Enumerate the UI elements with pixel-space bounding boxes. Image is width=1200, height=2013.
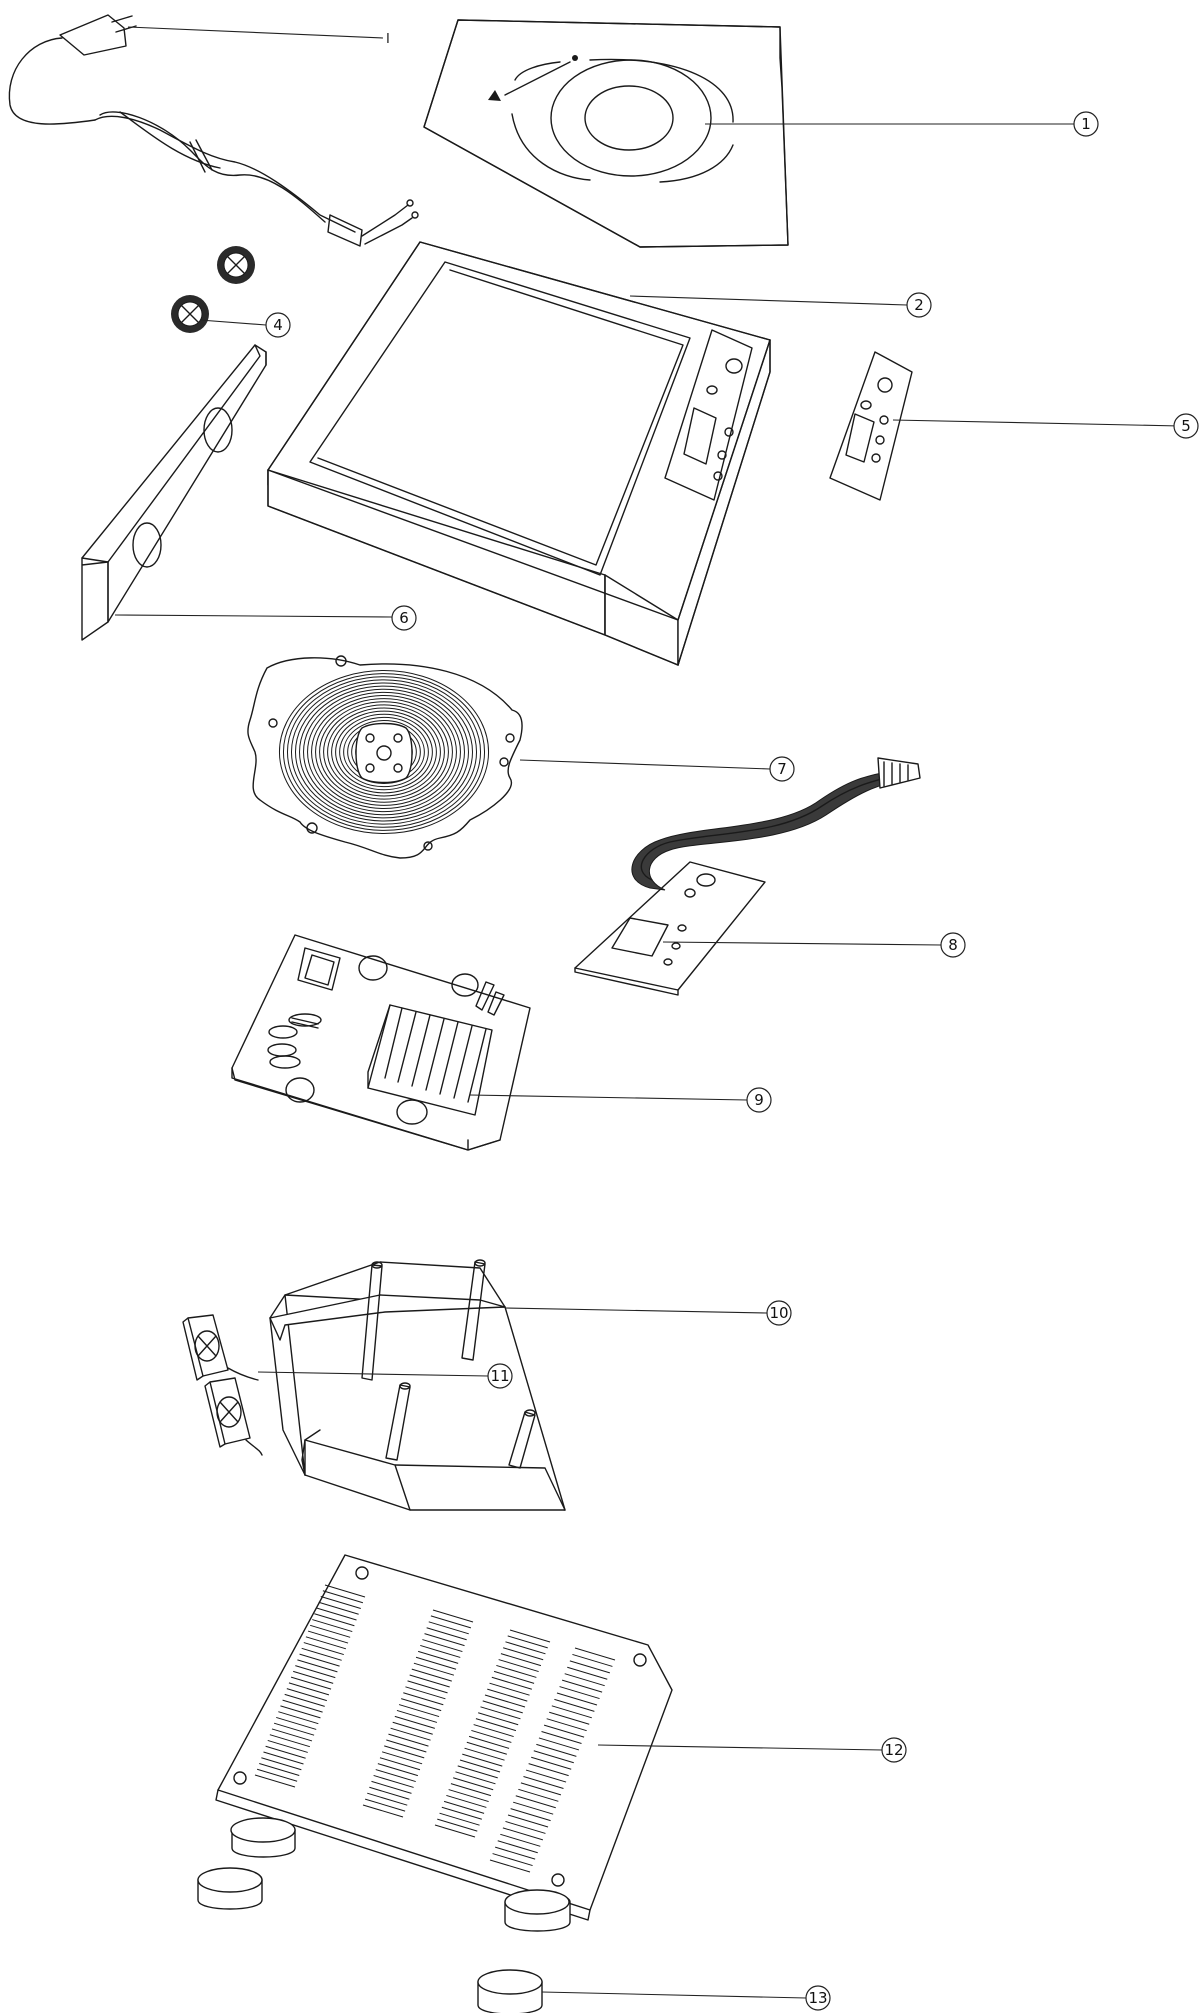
callout-1: 1 bbox=[1073, 111, 1099, 137]
callout-8: 8 bbox=[940, 932, 966, 958]
control-panel-label bbox=[829, 351, 913, 501]
glass-top-plate bbox=[423, 19, 789, 248]
callout-11-number: 11 bbox=[490, 1367, 509, 1385]
callout-9-number: 9 bbox=[754, 1091, 764, 1109]
callout-9: 9 bbox=[746, 1087, 772, 1113]
callout-2: 2 bbox=[906, 292, 932, 318]
callout-4: 4 bbox=[265, 312, 291, 338]
callout-7: 7 bbox=[769, 756, 795, 782]
control-board-ribbon bbox=[574, 757, 921, 996]
callout-6: 6 bbox=[391, 605, 417, 631]
main-circuit-board bbox=[231, 934, 531, 1151]
callout-2-number: 2 bbox=[914, 296, 924, 314]
grommets bbox=[171, 246, 255, 333]
callout-6-number: 6 bbox=[399, 609, 409, 627]
callout-13: 13 bbox=[805, 1985, 831, 2011]
rubber-foot bbox=[477, 1969, 543, 2013]
callout-12: 12 bbox=[881, 1737, 907, 1763]
callout-12-number: 12 bbox=[884, 1741, 903, 1759]
callout-5: 5 bbox=[1173, 413, 1199, 439]
callout-1-number: 1 bbox=[1081, 115, 1091, 133]
callout-10: 10 bbox=[766, 1300, 792, 1326]
inner-chassis-frame bbox=[269, 1259, 566, 1511]
power-cord: I bbox=[8, 14, 419, 247]
vented-base-plate bbox=[197, 1554, 673, 1932]
callout-4-number: 4 bbox=[273, 316, 283, 334]
callout-8-number: 8 bbox=[948, 936, 958, 954]
cooling-fans bbox=[182, 1314, 263, 1456]
vent-slots bbox=[254, 1584, 616, 1873]
side-bracket bbox=[81, 344, 267, 641]
coil-winding bbox=[278, 669, 490, 835]
callout-10-number: 10 bbox=[769, 1304, 788, 1322]
callout-11: 11 bbox=[487, 1363, 513, 1389]
callout-13-number: 13 bbox=[808, 1989, 827, 2007]
induction-coil bbox=[247, 655, 523, 859]
callout-7-number: 7 bbox=[777, 760, 787, 778]
cord-marker: I bbox=[386, 32, 390, 47]
housing-body bbox=[267, 241, 771, 666]
callout-5-number: 5 bbox=[1181, 417, 1191, 435]
leader-lines bbox=[114, 123, 1181, 1999]
